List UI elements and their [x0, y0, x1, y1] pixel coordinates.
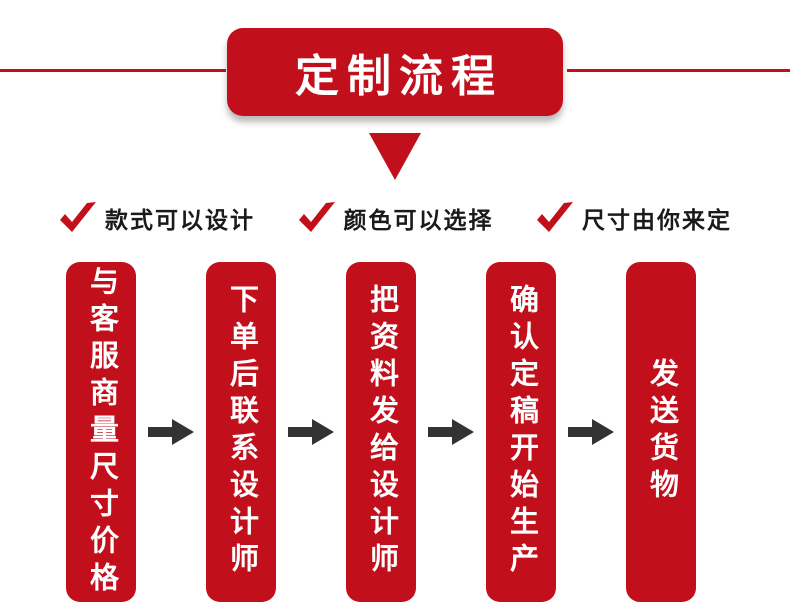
triangle-down-icon	[369, 133, 421, 180]
feature-item-size: 尺寸由你来定	[537, 200, 732, 236]
check-icon	[298, 200, 335, 236]
right-arrow-icon	[416, 417, 486, 447]
step-4: 确认定稿开始生产	[486, 262, 556, 602]
feature-label: 款式可以设计	[105, 207, 255, 233]
page-title: 定制流程	[295, 52, 503, 101]
features-row: 款式可以设计 颜色可以选择 尺寸由你来定	[60, 196, 732, 240]
right-arrow-icon	[136, 417, 206, 447]
step-label: 下单后联系设计师	[225, 284, 258, 580]
check-icon	[537, 200, 573, 236]
step-2: 下单后联系设计师	[206, 262, 276, 602]
feature-item-color: 颜色可以选择	[298, 200, 494, 236]
process-steps: 与客服商量尺寸价格 下单后联系设计师 把资料发给设计师 确认定稿开始生产 发送货…	[66, 262, 696, 602]
header-line-left	[0, 69, 226, 72]
step-label: 与客服商量尺寸价格	[85, 265, 118, 599]
feature-label: 颜色可以选择	[343, 207, 494, 233]
feature-item-style: 款式可以设计	[60, 200, 255, 236]
step-5: 发送货物	[626, 262, 696, 602]
right-arrow-icon	[556, 417, 626, 447]
check-icon	[60, 200, 96, 236]
feature-label: 尺寸由你来定	[582, 207, 732, 233]
step-label: 发送货物	[645, 358, 678, 506]
step-1: 与客服商量尺寸价格	[66, 262, 136, 602]
header: 定制流程	[0, 28, 790, 116]
step-3: 把资料发给设计师	[346, 262, 416, 602]
header-line-right	[567, 69, 790, 72]
step-label: 把资料发给设计师	[365, 284, 398, 580]
step-label: 确认定稿开始生产	[505, 284, 538, 580]
right-arrow-icon	[276, 417, 346, 447]
title-banner: 定制流程	[227, 28, 563, 116]
